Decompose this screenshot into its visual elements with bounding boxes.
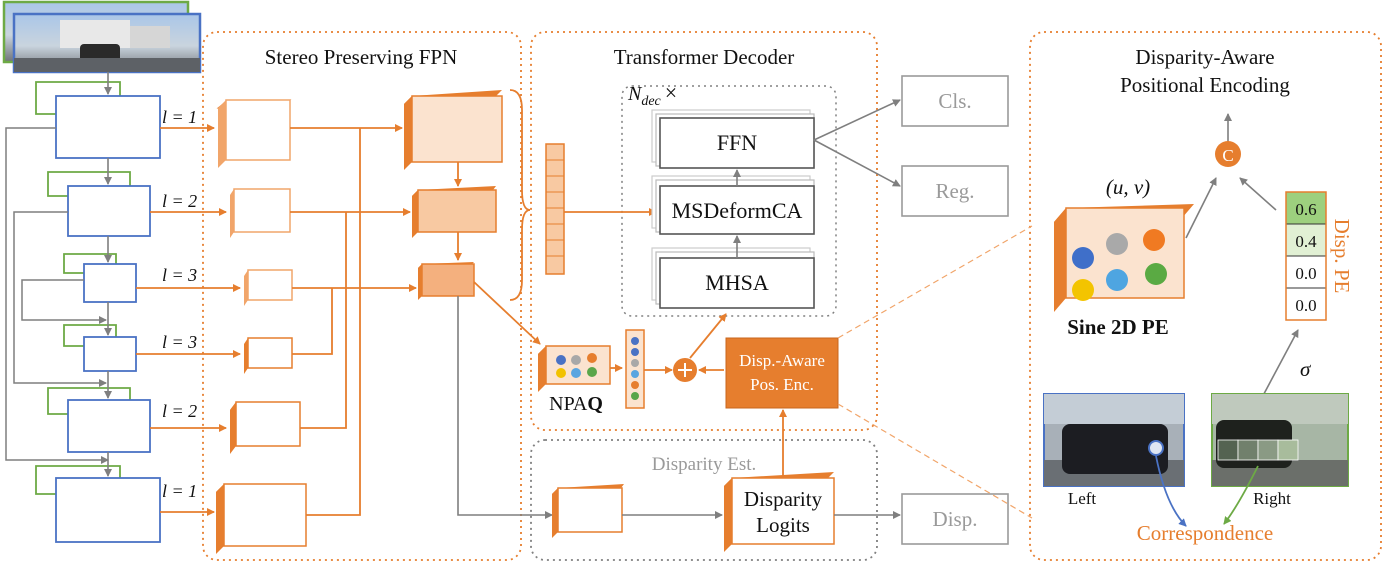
fpn-title: Stereo Preserving FPN: [265, 45, 458, 69]
disp-label: Disp.: [933, 507, 978, 531]
token-column: [545, 143, 657, 275]
fpn-map-1: [216, 99, 292, 168]
fpn-map-2: [230, 188, 291, 238]
level-label-5: l = 2: [162, 401, 197, 421]
fpn-map-3: [244, 269, 293, 306]
ndec-label: Ndec×: [627, 80, 677, 109]
ffn-label: FFN: [717, 130, 757, 155]
fpn-map-5: [230, 401, 301, 454]
left-image: [1043, 393, 1185, 487]
disparity-estimation: Disparity Logits: [457, 296, 901, 552]
sigma-label: σ: [1300, 357, 1312, 381]
disp-pe-value-2: 0.4: [1295, 232, 1317, 251]
fpn-panel: [202, 31, 522, 561]
right-label: Right: [1253, 489, 1291, 508]
ndec-panel: [621, 85, 837, 317]
level-label-4: l = 3: [162, 332, 197, 352]
backbone-block-2: [67, 185, 151, 237]
disp-pe-label: Disp. PE: [1330, 219, 1354, 294]
ffn-block: [659, 117, 815, 169]
level-label-3: l = 3: [162, 265, 197, 285]
fpn-merged-3: [418, 262, 475, 300]
sine-pe-label: Sine 2D PE: [1067, 315, 1169, 339]
cls-label: Cls.: [938, 89, 971, 113]
fpn-merged-1: [404, 90, 503, 170]
decoder-stack: Ndec× FFN MSDeformCA MHSA: [627, 80, 815, 309]
backbone-block-4: [83, 336, 137, 372]
backbone-block-6: [55, 477, 161, 543]
fpn-merged-2: [412, 186, 497, 238]
npaq-block: [538, 345, 611, 392]
logits-line2: Logits: [756, 513, 810, 537]
dpe-panel: [1029, 31, 1382, 561]
disp-est-title: Disparity Est.: [652, 454, 757, 475]
disp-head: [901, 493, 1009, 545]
correspondence-label: Correspondence: [1137, 521, 1273, 545]
fpn-map-4: [244, 337, 293, 374]
decoder-title: Transformer Decoder: [614, 45, 795, 69]
dpe-content: (u, v) Sine 2D PE C 0.6 0.4: [1043, 113, 1354, 545]
dpe-title-line1: Disparity-Aware: [1135, 45, 1274, 69]
msdeformca-label: MSDeformCA: [672, 198, 803, 223]
output-heads: Cls. Reg. Disp.: [813, 75, 1009, 545]
fpn-map-6: [216, 483, 307, 554]
disp-pe-value-4: 0.0: [1295, 296, 1316, 315]
msdeformca-block: [659, 185, 815, 235]
dpe-title-line2: Positional Encoding: [1120, 73, 1290, 97]
uv-label: (u, v): [1106, 175, 1150, 199]
right-image: [1211, 393, 1349, 487]
dape-line1: Disp.-Aware: [739, 351, 825, 370]
backbone-block-5: [67, 399, 151, 453]
level-label-6: l = 1: [162, 481, 197, 501]
disp-pe-value-1: 0.6: [1295, 200, 1316, 219]
disp-feature-map: [552, 484, 624, 538]
concat-symbol: C: [1222, 146, 1233, 165]
disparity-logits-block: [724, 472, 835, 552]
disp-pe-value-3: 0.0: [1295, 264, 1316, 283]
backbone-block-3: [83, 263, 137, 303]
reg-head: [901, 165, 1009, 217]
fpn-feature-maps: [216, 89, 531, 554]
concat-icon: [1215, 141, 1241, 167]
level-label-1: l = 1: [162, 107, 197, 127]
backbone-block-1: [55, 95, 161, 159]
cls-head: [901, 75, 1009, 127]
query-column: [625, 329, 645, 409]
query-generation: NPAQ Disp.-Aware Pos. Enc.: [473, 281, 839, 415]
reg-label: Reg.: [935, 179, 974, 203]
sine-pe-block: [1054, 204, 1194, 312]
logits-line1: Disparity: [744, 487, 823, 511]
left-label: Left: [1068, 489, 1097, 508]
dape-box: [725, 337, 839, 409]
backbone: l = 1 l = 2 l = 3 l = 3 l = 2 l = 1: [5, 72, 241, 543]
npaq-label: NPAQ: [549, 393, 603, 415]
dape-line2: Pos. Enc.: [750, 375, 814, 394]
disp-pe-vector: 0.6 0.4 0.0 0.0: [1285, 191, 1327, 321]
level-label-2: l = 2: [162, 191, 197, 211]
stereo-input-images: [2, 0, 202, 74]
mhsa-label: MHSA: [705, 270, 769, 295]
disparity-est-panel: [530, 439, 878, 561]
